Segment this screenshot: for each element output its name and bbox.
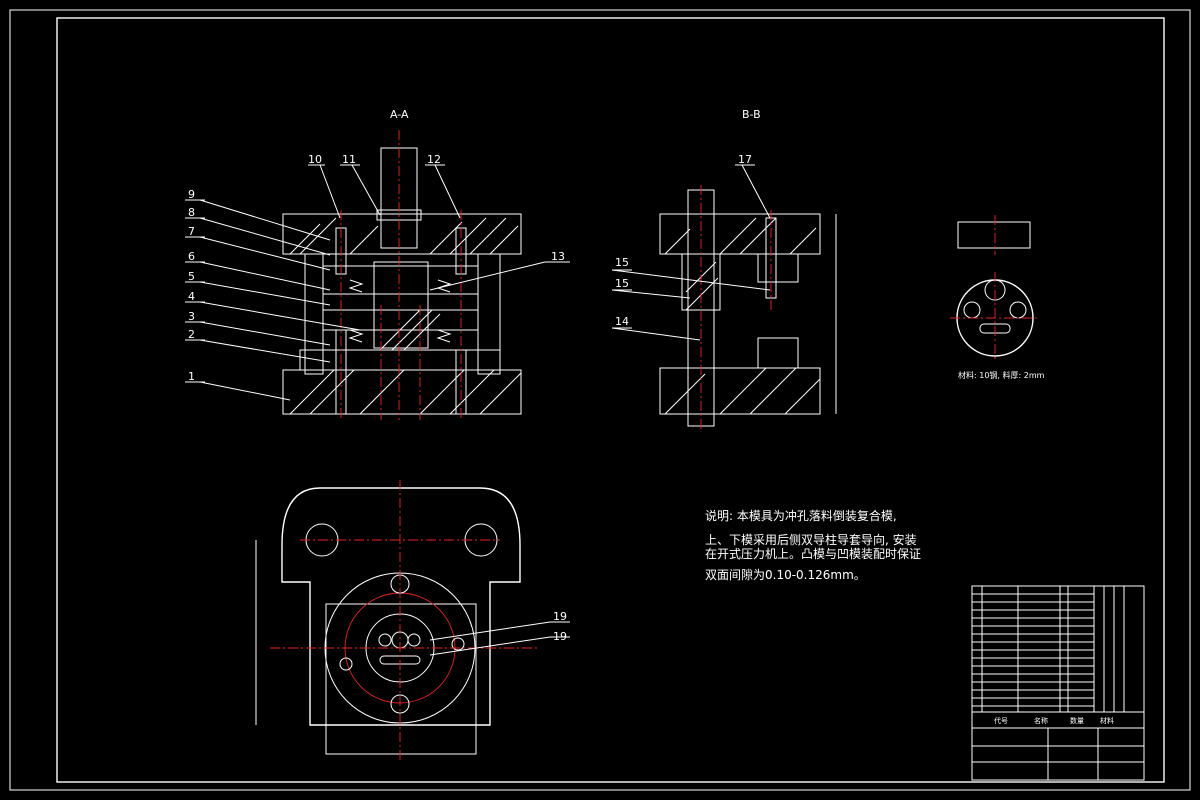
- plan-view: 19 19: [255, 480, 570, 760]
- callout-19b: 19: [553, 630, 567, 643]
- callout-2: 2: [188, 328, 195, 341]
- note-line-4: 双面间隙为0.10-0.126mm。: [705, 568, 866, 582]
- callout-3: 3: [188, 310, 195, 323]
- callout-9: 9: [188, 188, 195, 201]
- technical-notes: 说明: 本模具为冲孔落料倒装复合模, 上、下模采用后侧双导柱导套导向, 安装 在…: [705, 508, 921, 582]
- section-aa: A-A: [185, 108, 570, 420]
- section-bb: B-B 15 15 14 17: [611, 108, 837, 430]
- callout-14: 14: [615, 315, 629, 328]
- outer-border: [9, 9, 1191, 791]
- callout-19a: 19: [553, 610, 567, 623]
- callout-1: 1: [188, 370, 195, 383]
- note-line-3: 在开式压力机上。凸模与凹模装配时保证: [705, 547, 921, 561]
- part-view: 材料: 10钢, 料厚: 2mm: [950, 215, 1045, 380]
- callout-8: 8: [188, 206, 195, 219]
- callout-6: 6: [188, 250, 195, 263]
- header-material: 材料: [1100, 716, 1114, 725]
- callout-13: 13: [551, 250, 565, 263]
- inner-border: [56, 17, 1165, 783]
- callout-17: 17: [738, 153, 752, 166]
- callout-7: 7: [188, 225, 195, 238]
- callout-12: 12: [427, 153, 441, 166]
- callout-15b: 15: [615, 277, 629, 290]
- callout-4: 4: [188, 290, 195, 303]
- header-code: 代号: [994, 716, 1008, 725]
- title-block: [971, 585, 1145, 781]
- callout-15a: 15: [615, 256, 629, 269]
- callout-11: 11: [342, 153, 356, 166]
- note-line-1: 说明: 本模具为冲孔落料倒装复合模,: [705, 508, 897, 523]
- callout-5: 5: [188, 270, 195, 283]
- note-line-2: 上、下模采用后侧双导柱导套导向, 安装: [705, 532, 917, 547]
- header-qty: 数量: [1070, 716, 1084, 725]
- section-bb-title: B-B: [742, 108, 761, 121]
- part-material-note: 材料: 10钢, 料厚: 2mm: [958, 370, 1045, 380]
- section-aa-title: A-A: [390, 108, 409, 121]
- callout-10: 10: [308, 153, 322, 166]
- header-name: 名称: [1034, 716, 1048, 725]
